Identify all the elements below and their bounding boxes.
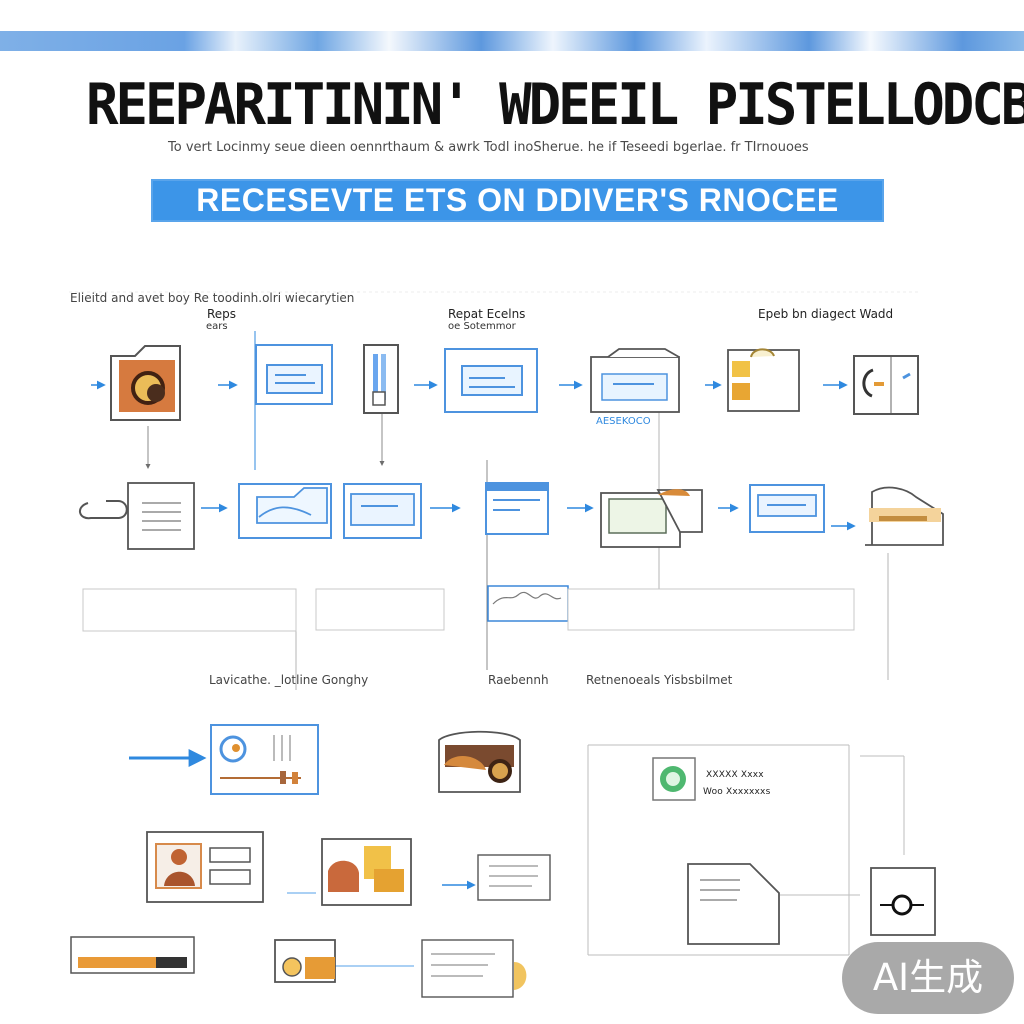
progress-bar-icon xyxy=(70,936,195,974)
page-title: REEPARITININ' WDEEIL PISTELLODCBFT xyxy=(86,71,1024,138)
top-coin-folder-icon xyxy=(727,348,800,412)
blueprint-panel-2-icon xyxy=(343,483,422,539)
center-panel-line-2: Xxx Xxxxx Xxxx Blesses xyxy=(317,612,431,622)
middle-text-panels xyxy=(82,585,855,632)
top-blueprint-card-2-icon xyxy=(444,348,538,413)
bottom-right-label: Retnenoeals Yisbsbilmet xyxy=(586,673,733,687)
connector-lines xyxy=(69,291,921,956)
ai-generated-badge: AI生成 xyxy=(842,942,1014,1014)
column-label-ears: ears xyxy=(206,321,228,332)
blueprint-panel-4-icon xyxy=(749,484,825,533)
center-panel-line-1: Xxxxx Xxxx Xxxxx Xxxxx xyxy=(317,597,435,607)
bottom-document-icon xyxy=(477,854,551,901)
bottom-row-icons xyxy=(70,724,936,998)
column-label-reps: Reps xyxy=(207,307,237,321)
bottom-right-panel-line-2: Woo Xxxxxxxs xyxy=(703,787,771,797)
column-label-subsection: oe Sotemmor xyxy=(448,321,516,332)
report-document-icon xyxy=(421,939,527,998)
section-heading-banner: RECESEVTE ETS ON DDIVER'S RNOCEE xyxy=(151,179,884,222)
left-panel-line-2: Xxxx Xxxxx Xxxxx Xx Xxxxx xyxy=(88,612,221,622)
document-with-orange-label-icon xyxy=(600,489,703,548)
column-label-right-header: Epeb bn diagect Wadd xyxy=(758,307,894,321)
column-label-repeat-ecelns: Repat Ecelns xyxy=(448,307,526,321)
top-decorative-banner xyxy=(0,31,1024,51)
top-left-diagram-label: Elieitd and avet boy Re toodinh.olri wie… xyxy=(70,291,355,305)
left-document-loop-icon xyxy=(79,482,195,550)
right-panel-line-2: ESEKRIX SHOE xyxy=(735,612,804,622)
top-right-document-icon xyxy=(853,355,919,415)
blueprint-panel-3-icon xyxy=(485,482,549,535)
top-row-icons xyxy=(110,344,919,421)
toggle-icon xyxy=(274,939,336,983)
blueprint-panel-1-icon xyxy=(238,483,332,539)
bottom-right-panel-line-1: XXXXX Xxxx xyxy=(706,770,764,780)
folder-with-cards-icon xyxy=(321,838,412,906)
second-row-icons xyxy=(79,482,944,550)
top-left-orange-folder-icon xyxy=(110,345,181,421)
section-heading-text: RECESEVTE ETS ON DDIVER'S RNOCEE xyxy=(196,182,839,218)
bottom-left-label: Lavicathe. _lotline Gonghy xyxy=(209,673,369,687)
right-panel-line-1: XX Xxx Xxxx Xxx Xxxx xyxy=(703,597,809,607)
chart-panel-icon xyxy=(210,724,319,795)
printer-icon xyxy=(865,486,944,546)
blue-row-label: AESEKOCO xyxy=(596,416,651,427)
cassette-icon xyxy=(438,730,521,793)
top-document-stack-icon xyxy=(590,348,680,413)
top-blueprint-card-1-icon xyxy=(255,344,333,405)
circle-toggle-icon xyxy=(870,867,936,936)
folder-with-person-icon xyxy=(146,831,264,903)
left-panel-line-1: Xxx Xxxxx Xxxx Xxxx Xx Xxx xyxy=(86,597,223,607)
page-subtitle: To vert Locinmy seue dieen oennrthaum & … xyxy=(168,140,809,155)
right-document-panel-icon xyxy=(687,863,780,945)
green-status-document-icon xyxy=(652,757,696,801)
bottom-center-label: Raebennh xyxy=(488,673,549,687)
top-server-icon xyxy=(363,344,399,414)
blue-flow-arrows xyxy=(91,380,856,967)
